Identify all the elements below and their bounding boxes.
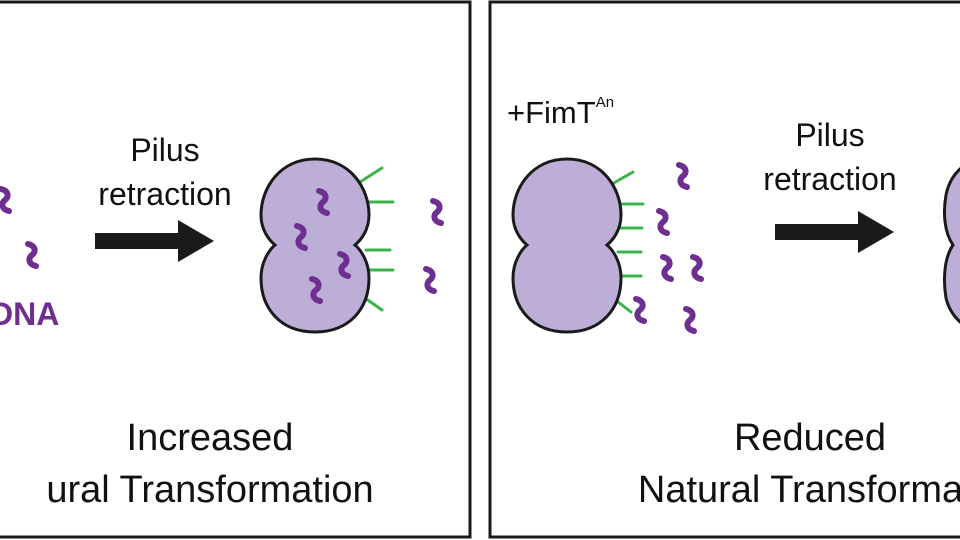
caption-line2: Natural Transformati	[637, 469, 960, 511]
right-panel-frame	[488, 0, 960, 539]
caption-line1: Increased	[126, 417, 294, 459]
dna-strand	[426, 269, 434, 291]
left-bacterial-cell	[259, 157, 371, 334]
left-outside-dna	[426, 201, 441, 291]
strain-superscript: An	[595, 94, 615, 111]
dna-strand	[1, 189, 9, 211]
right-arrow	[775, 211, 894, 253]
dna-strand	[693, 257, 701, 279]
pilus	[610, 170, 635, 186]
right-cell-partial	[943, 167, 960, 324]
dna-strand	[28, 244, 36, 266]
caption-line2: ural Transformation	[46, 469, 374, 511]
dna-strand	[636, 299, 644, 321]
caption-line1: Reduced	[733, 417, 887, 459]
left-free-dna	[1, 189, 36, 266]
right-external-dna	[636, 165, 701, 331]
right-arrow-label: Pilus retraction	[745, 113, 915, 201]
left-arrow-label: Pilus retraction	[80, 128, 250, 216]
dna-strand	[297, 226, 305, 248]
dna-strand	[679, 165, 687, 187]
dna-label: DNA	[0, 296, 60, 332]
left-caption: Increased ural Transformation	[0, 412, 490, 516]
left-panel-frame	[0, 0, 472, 539]
dna-strand	[319, 191, 327, 213]
dna-strand	[686, 309, 694, 331]
left-arrow	[95, 220, 214, 262]
arrow-label-line2: retraction	[98, 176, 232, 212]
pilus	[358, 166, 384, 184]
strain-name: +FimT	[507, 95, 596, 130]
arrow-label-line1: Pilus	[795, 117, 865, 153]
dna-strand	[659, 211, 667, 233]
arrow-label-line2: retraction	[763, 161, 897, 197]
right-caption: Reduced Natural Transformati	[530, 412, 960, 516]
strain-label: +FimTAn	[507, 94, 615, 130]
dna-strand	[433, 201, 441, 223]
arrow-label-line1: Pilus	[130, 132, 200, 168]
dna-strand	[312, 279, 320, 301]
dna-strand	[663, 257, 671, 279]
dna-strand	[340, 254, 348, 276]
right-bacterial-cell	[511, 157, 623, 334]
